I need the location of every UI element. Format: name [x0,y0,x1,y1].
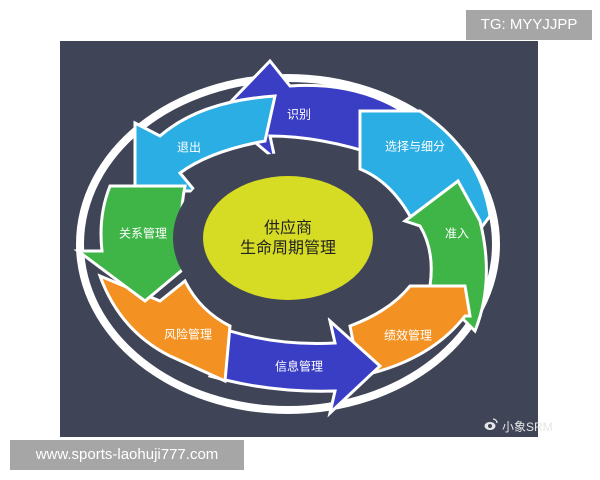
stage-label-risk: 风险管理 [163,327,213,342]
center-line-2: 生命周期管理 [239,238,337,257]
tg-watermark: TG: MYYJJPP [466,10,592,40]
stage-label-performance: 绩效管理 [383,328,433,343]
stage-label-exit: 退出 [176,140,202,155]
weibo-icon [484,418,498,430]
arrow-risk [97,273,232,384]
lifecycle-cycle-graphic [73,58,500,418]
url-watermark: www.sports-laohuji777.com [10,440,244,470]
stage-label-info: 信息管理 [274,359,324,374]
brand-watermark: 小象SRM [502,420,553,434]
stage-label-relation: 关系管理 [118,226,168,241]
center-line-1: 供应商 [263,218,313,237]
diagram-panel [60,41,538,437]
stage-label-admit: 准入 [444,226,470,241]
arrow-exit [133,94,277,193]
arrow-info [207,316,383,418]
stage-label-identify: 识别 [286,107,312,122]
center-title: 供应商 生命周期管理 [240,218,336,258]
stage-label-select: 选择与细分 [384,139,446,154]
